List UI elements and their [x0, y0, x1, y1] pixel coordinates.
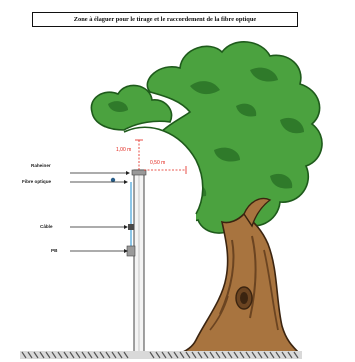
- foliage-shade-7: [236, 103, 257, 117]
- title-box: Zone à élaguer pour le tirage et le racc…: [32, 12, 298, 27]
- foliage-upper-left: [90, 84, 173, 131]
- trunk-body: [177, 212, 302, 355]
- foliage-shade-4: [214, 147, 240, 162]
- trunk-knot-hole: [240, 292, 248, 304]
- ground-strip: [20, 351, 302, 359]
- label-raheiner: Raheiner: [31, 163, 51, 168]
- pruned-zone-edge: [123, 126, 204, 215]
- foliage-shade-2: [250, 67, 278, 82]
- dimension-lines: [135, 139, 187, 174]
- tree-trunk: [177, 197, 302, 355]
- cable-clamp: [128, 224, 134, 230]
- pb-box: [126, 245, 136, 257]
- trunk-stripe-4: [209, 295, 229, 331]
- arrow-pb: [124, 249, 128, 253]
- label-fibre-optique: Fibre optique: [22, 179, 52, 184]
- foliage-shade-3: [280, 117, 304, 134]
- leader-lines: [70, 172, 126, 252]
- ground: [20, 351, 302, 359]
- ground-hatch: [21, 351, 299, 359]
- dimension-horizontal-label: 0,50 m: [150, 160, 166, 166]
- trunk-branch: [243, 197, 272, 228]
- label-cable: Câble: [40, 224, 53, 229]
- trunk-stripe-3: [263, 249, 279, 331]
- arrow-fibre: [124, 180, 128, 184]
- foliage-shade-5: [270, 173, 293, 189]
- trunk-stripe-1: [219, 239, 235, 315]
- label-pb: PB: [51, 248, 58, 253]
- foliage-shade-8: [108, 101, 128, 112]
- arrow-raheiner: [126, 171, 130, 175]
- leader-arrows: [124, 171, 130, 253]
- foliage-shade-1: [190, 81, 220, 95]
- dimension-vertical-label: 1,00 m: [116, 147, 132, 153]
- pole-top-bracket: [131, 169, 147, 176]
- arrow-cable: [124, 225, 128, 229]
- trunk-stripe-2: [249, 235, 257, 319]
- diagram-title: Zone à élaguer pour le tirage et le racc…: [73, 16, 257, 23]
- utility-pole: [131, 169, 147, 355]
- raheiner-fixture: [110, 177, 116, 183]
